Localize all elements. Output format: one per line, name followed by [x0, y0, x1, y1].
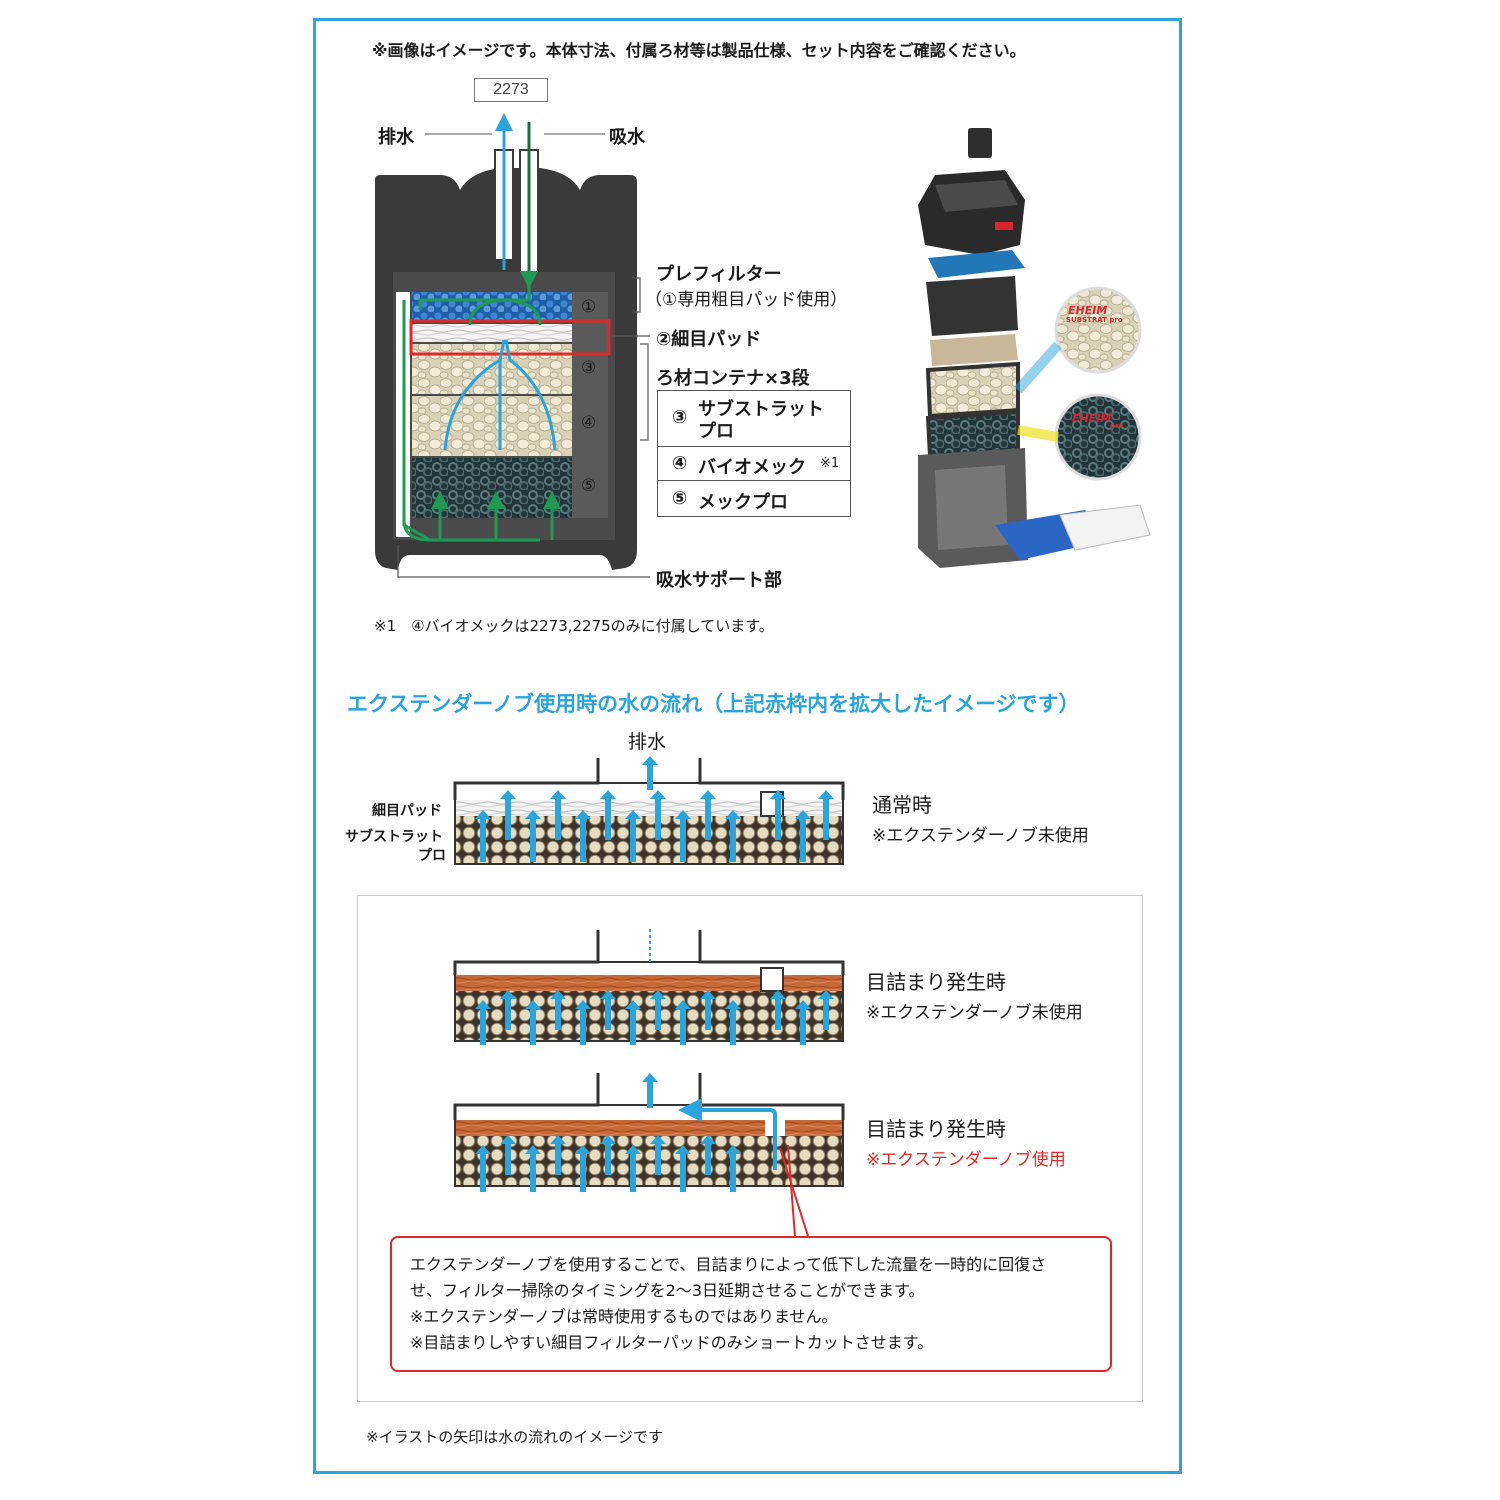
- badge-brand-1: EHEIM: [1068, 304, 1108, 317]
- state-clogged-note: ※エクステンダーノブ未使用: [866, 1003, 1083, 1023]
- flow-arrow-clogged: [725, 1000, 741, 1045]
- layer-number-5: ⑤: [581, 476, 597, 496]
- state-clogged-title: 目詰まり発生時: [866, 970, 1006, 994]
- left-label-substrat-1: サブストラット: [345, 829, 443, 845]
- fine-pad-label: ②細目パッド: [656, 329, 762, 350]
- flow-arrow-normal: [650, 790, 666, 840]
- flow-arrow-clogged: [675, 1000, 691, 1045]
- flow-arrow-clogged: [575, 1000, 591, 1045]
- layer-number-4: ④: [581, 413, 597, 433]
- state-extender-title: 目詰まり発生時: [866, 1117, 1006, 1141]
- flow-arrow-normal: [700, 790, 716, 840]
- flow-arrow-extender: [600, 1135, 616, 1175]
- flow-arrow-clogged: [818, 990, 834, 1030]
- outer-frame: [313, 18, 1182, 1474]
- flow-arrow-clogged: [550, 990, 566, 1030]
- flow-arrow-clogged: [600, 990, 616, 1030]
- bottom-note: ※イラストの矢印は水の流れのイメージです: [366, 1428, 663, 1446]
- flow-arrow-normal: [795, 810, 811, 862]
- flow-arrow-extender: [700, 1135, 716, 1175]
- flow-arrow-extender: [725, 1145, 741, 1192]
- model-number-box: 2273: [474, 78, 548, 102]
- top-note: ※画像はイメージです。本体寸法、付属ろ材等は製品仕様、セット内容をご確認ください…: [372, 41, 1026, 60]
- state-normal-note: ※エクステンダーノブ未使用: [872, 826, 1089, 846]
- flow-arrow-clogged: [625, 1000, 641, 1045]
- flow-arrow-extender: [525, 1145, 541, 1192]
- flow-arrow-extender: [650, 1135, 666, 1175]
- flow-arrow-extender-outlet: [642, 1073, 658, 1108]
- state-normal-title: 通常時: [872, 793, 932, 817]
- flow-diagram-extender: [453, 1073, 845, 1237]
- flow-arrow-extender: [550, 1135, 566, 1175]
- inlet-label: 吸水: [609, 127, 645, 148]
- flow-arrow-extender: [575, 1145, 591, 1192]
- flow-arrow-clogged: [650, 990, 666, 1030]
- flow-arrow-outlet: [642, 756, 658, 790]
- callout-line-1: エクステンダーノブを使用することで、目詰まりによって低下した流量を一時的に回復さ: [410, 1255, 1047, 1274]
- badge-product-2: pro: [1110, 422, 1124, 430]
- flow-arrow-clogged: [525, 1000, 541, 1045]
- badge-product-1: SUBSTRAT pro: [1066, 316, 1123, 324]
- callout-line-4: ※目詰まりしやすい細目フィルターパッドのみショートカットさせます。: [410, 1333, 934, 1352]
- flow-arrow-extender: [625, 1145, 641, 1192]
- callout-line-2: せ、フィルター掃除のタイミングを2～3日延期させることができます。: [410, 1281, 925, 1300]
- flow-arrow-extender: [500, 1135, 516, 1175]
- flow-arrow-clogged: [475, 1000, 491, 1045]
- flow-arrow-normal: [550, 790, 566, 840]
- flow-arrows: [475, 756, 834, 1192]
- flow-arrow-clogged: [500, 990, 516, 1030]
- flow-arrow-clogged: [770, 990, 786, 1030]
- media-item-substrat: ③ サブストラット プロ: [657, 390, 851, 448]
- left-label-fine-pad: 細目パッド: [372, 803, 442, 819]
- state-extender-note: ※エクステンダーノブ使用: [866, 1150, 1066, 1170]
- flow-arrow-extender: [475, 1145, 491, 1192]
- section-title: エクステンダーノブ使用時の水の流れ（上記赤枠内を拡大したイメージです）: [347, 692, 1080, 716]
- footnote-1: ※1 ④バイオメックは2273,2275のみに付属しています。: [374, 617, 774, 635]
- layer-number-1: ①: [581, 297, 597, 317]
- flow-arrow-normal: [525, 810, 541, 862]
- flow-arrow-normal: [500, 790, 516, 840]
- container-title: ろ材コンテナ×3段: [656, 368, 810, 389]
- prefilter-title: プレフィルター: [656, 264, 782, 285]
- prefilter-sub: （①専用粗目パッド使用）: [645, 290, 848, 310]
- flow-arrow-normal: [770, 790, 786, 840]
- layer-number-3: ③: [581, 358, 597, 378]
- badge-brand-2: EHEIM: [1072, 412, 1112, 425]
- flow-arrow-normal: [625, 810, 641, 862]
- flow-outlet-label: 排水: [628, 731, 667, 753]
- clogged-comparison-panel: [357, 895, 1143, 1402]
- flow-arrow-extender: [675, 1145, 691, 1192]
- media-item-biomech: ④ バイオメック ※1: [657, 446, 851, 482]
- flow-arrow-clogged: [700, 990, 716, 1030]
- product-exploded-view: [918, 128, 1151, 568]
- flow-arrow-normal: [600, 790, 616, 840]
- flow-arrow-clogged: [795, 1000, 811, 1045]
- left-label-substrat-2: プロ: [418, 848, 446, 864]
- callout-box: エクステンダーノブを使用することで、目詰まりによって低下した流量を一時的に回復さ…: [390, 1236, 1112, 1372]
- flow-arrow-normal: [725, 810, 741, 862]
- flow-arrow-normal: [675, 810, 691, 862]
- filter-cross-section: [375, 113, 650, 578]
- flow-arrow-normal: [818, 790, 834, 840]
- media-item-mechpro: ⑤ メックプロ: [657, 480, 851, 517]
- support-label: 吸水サポート部: [656, 570, 782, 591]
- outlet-label: 排水: [378, 127, 414, 148]
- flow-arrow-normal: [475, 810, 491, 862]
- callout-line-3: ※エクステンダーノブは常時使用するものではありません。: [410, 1307, 838, 1326]
- flow-arrow-normal: [575, 810, 591, 862]
